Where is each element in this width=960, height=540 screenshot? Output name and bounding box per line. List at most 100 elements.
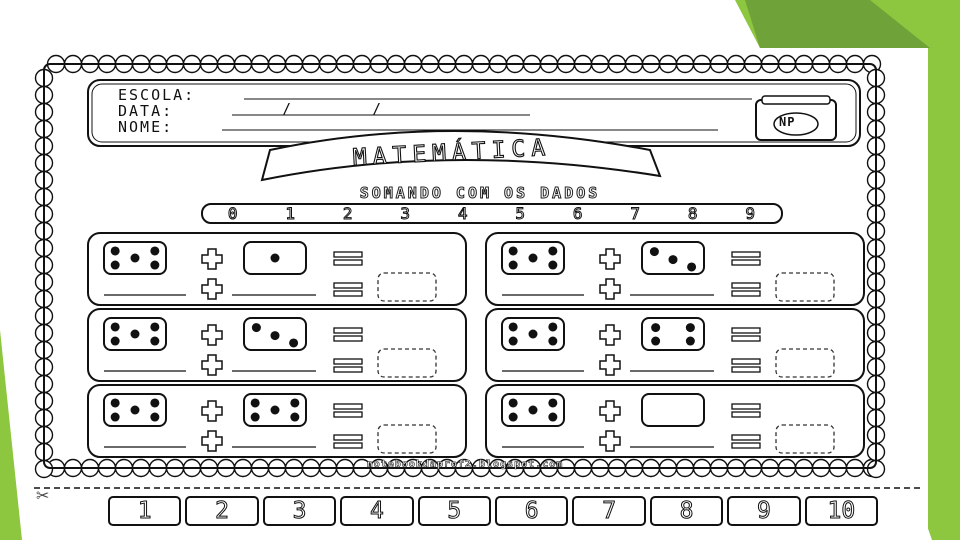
cut-number-cell[interactable]: 4 [340,496,414,526]
die-pip [150,246,160,256]
die-pip [150,260,160,270]
cut-number-cell[interactable]: 1 [108,496,182,526]
die-pip [651,323,661,333]
answer-box [775,272,835,302]
exercise-box [485,308,865,382]
equals-sign-icon [333,442,363,449]
die-pip [251,323,261,333]
die-pip [110,260,120,270]
exercise-box [485,384,865,458]
die-pip [150,322,160,332]
answer-box [775,348,835,378]
die-pip [651,336,661,346]
number-line-digit: 7 [630,204,641,224]
die-pip [548,336,558,346]
green-corner-triangle-dark [745,0,930,48]
die-pip [289,338,299,348]
equals-sign-icon [333,259,363,266]
die-pip [548,246,558,256]
exercise-box [485,232,865,306]
die-pip [130,253,140,263]
equals-sign-icon [731,259,761,266]
cut-number-cell[interactable]: 8 [649,496,724,526]
equals-sign-icon [333,282,363,289]
die-face [641,317,705,351]
date-separator-1: / [282,100,294,118]
exercise-box [87,308,467,382]
equals-sign-icon [731,290,761,297]
die-pip [508,412,518,422]
die-pip [290,412,300,422]
exercise-grid [87,232,865,458]
plus-sign-icon [599,278,621,300]
number-line-digit: 3 [400,204,411,224]
answer-box [377,272,437,302]
die-pip [548,412,558,422]
cut-number-cell[interactable]: 7 [572,496,646,526]
die-pip [508,246,518,256]
green-left-edge [0,330,22,540]
plus-sign-icon [201,400,223,422]
equals-sign-icon [731,434,761,441]
die-pip [110,336,120,346]
number-line-digit: 0 [227,204,238,224]
cut-number-cell[interactable]: 2 [185,496,259,526]
die-pip [548,398,558,408]
cut-number-cell[interactable]: 6 [495,496,569,526]
die-pip [150,336,160,346]
equals-sign-icon [333,366,363,373]
die-pip [270,331,280,341]
number-line-digit: 5 [515,204,526,224]
die-pip [528,405,538,415]
equals-sign-icon [333,434,363,441]
title-banner [260,130,662,182]
name-label: NOME: [118,118,174,136]
die-pip [110,322,120,332]
plus-sign-icon [201,278,223,300]
answer-box [377,348,437,378]
plus-sign-icon [201,354,223,376]
equals-sign-icon [333,411,363,418]
die-pip [687,262,697,272]
number-line-digit: 8 [687,204,698,224]
equals-sign-icon [333,290,363,297]
plus-sign-icon [599,430,621,452]
die-pip [548,322,558,332]
die-pip [130,329,140,339]
date-separator-2: / [372,100,384,118]
die-pip [130,405,140,415]
cut-number-cell[interactable]: 9 [727,496,801,526]
number-line-digit: 1 [285,204,296,224]
equals-sign-icon [731,335,761,342]
die-pip [110,398,120,408]
die-pip [250,412,260,422]
equals-sign-icon [731,366,761,373]
date-label: DATA: [118,102,174,120]
die-pip [528,253,538,263]
die-pip [508,336,518,346]
plus-sign-icon [201,324,223,346]
equals-sign-icon [333,251,363,258]
equals-sign-icon [333,327,363,334]
footer-url: notebookdaprof2.blogspot.com [366,459,564,471]
equals-sign-icon [731,327,761,334]
cut-number-cell[interactable]: 3 [262,496,337,526]
cut-number-cell[interactable]: 10 [804,496,879,526]
die-pip [508,322,518,332]
cut-number-cell[interactable]: 5 [417,496,492,526]
number-line: 0 1 2 3 4 5 6 7 8 9 [204,204,779,224]
die-pip [270,253,280,263]
die-pip [250,398,260,408]
die-pip [548,260,558,270]
plus-sign-icon [599,354,621,376]
answer-box [775,424,835,454]
equals-sign-icon [731,282,761,289]
school-label: ESCOLA: [118,86,196,104]
die-pip [685,323,695,333]
page-subtitle: SOMANDO COM OS DADOS [359,184,601,203]
plus-sign-icon [201,248,223,270]
scissors-icon: ✂ [36,486,50,505]
number-line-digit: 2 [342,204,353,224]
plus-sign-icon [599,324,621,346]
equals-sign-icon [731,411,761,418]
